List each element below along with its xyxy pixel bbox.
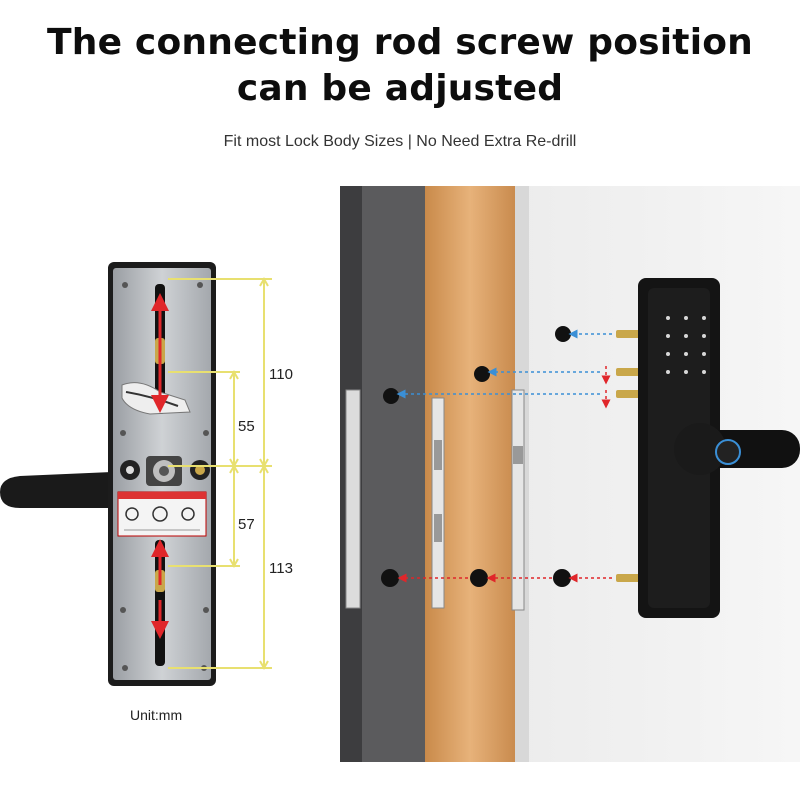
subheadline: Fit most Lock Body Sizes | No Need Extra… [223, 133, 577, 150]
dimension-lines [168, 276, 272, 671]
door-installation-scene [340, 186, 800, 762]
keypad [666, 316, 706, 374]
dimension-top-full: 110 [269, 366, 293, 383]
back-plate-assembly [0, 262, 216, 686]
headline-line-1: The connecting rod screw position [47, 22, 753, 63]
dimension-bottom-full: 113 [269, 560, 293, 577]
unit-label: Unit:mm [130, 707, 183, 723]
dimension-bottom-adjust: 57 [238, 516, 255, 533]
warning-sticker [117, 491, 207, 537]
headline-line-2: can be adjusted [236, 68, 564, 109]
dimension-top-adjust: 55 [238, 418, 255, 435]
handle [0, 472, 112, 508]
